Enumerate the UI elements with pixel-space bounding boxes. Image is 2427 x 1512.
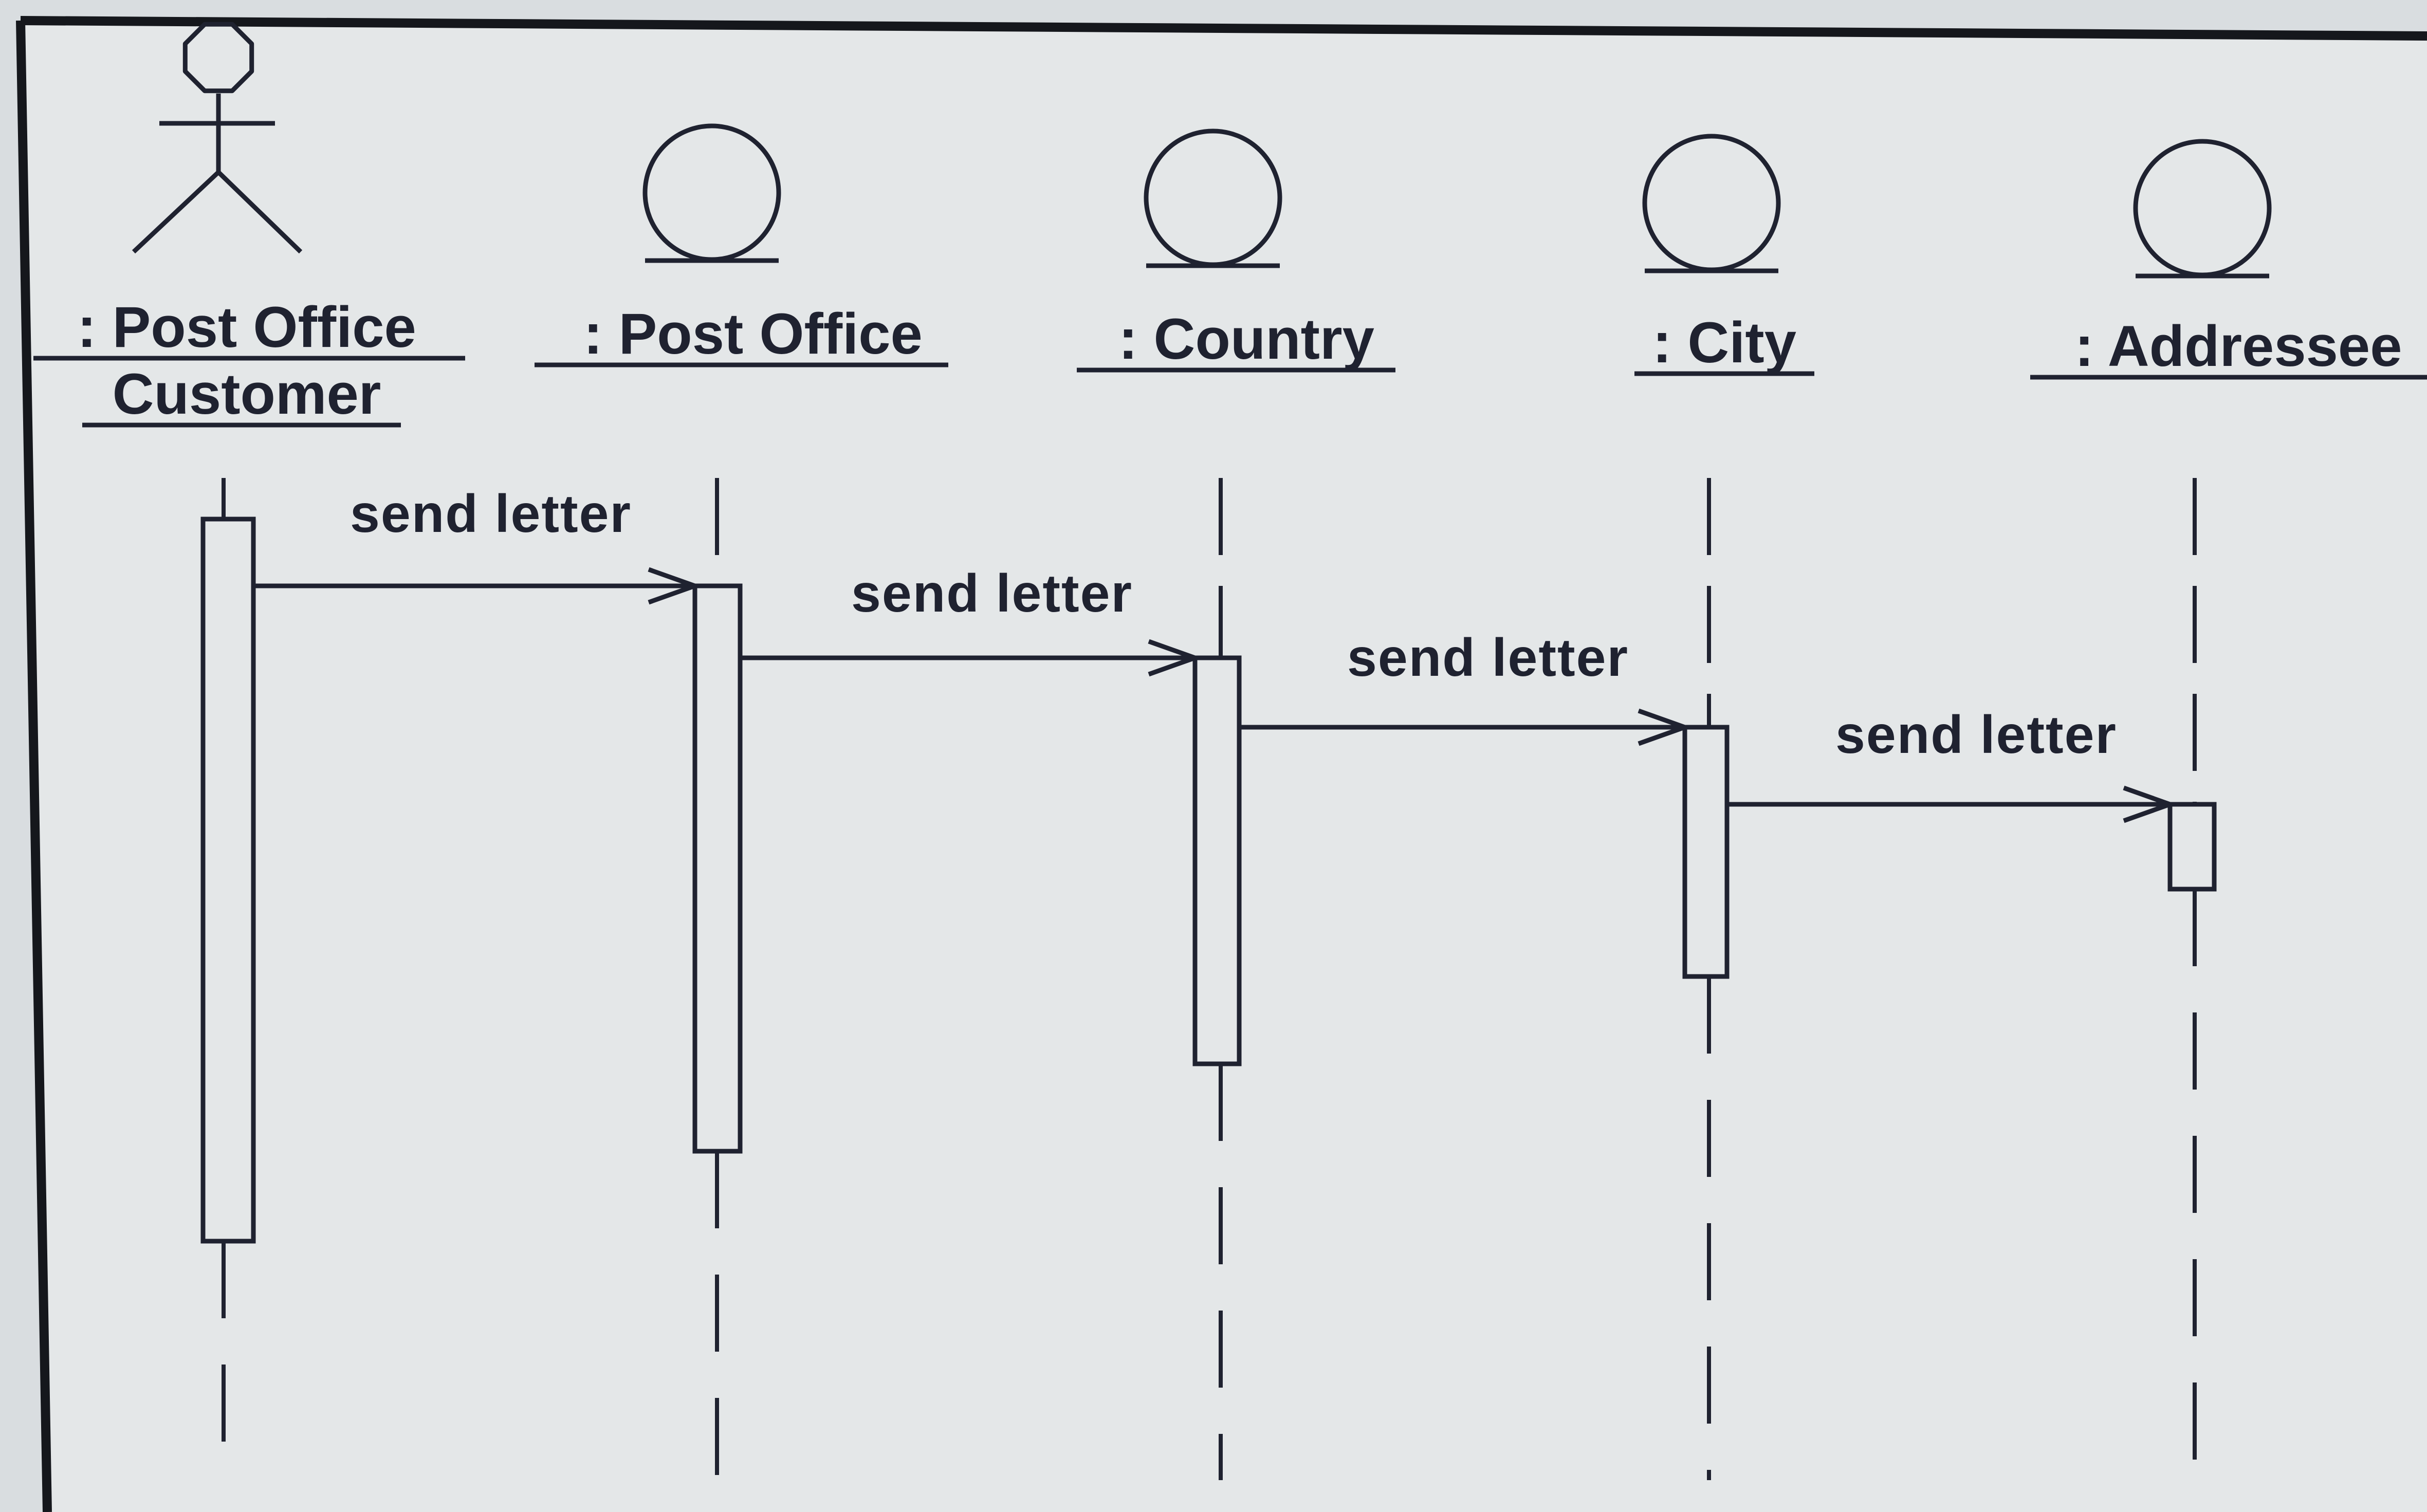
entity-icon <box>1144 128 1282 268</box>
participant-label: : Post Office <box>77 295 416 359</box>
arrowhead-icon <box>2123 785 2177 823</box>
activation-bar <box>200 517 256 1244</box>
participant-city: : City <box>1634 134 1814 1480</box>
participant-post-office: : Post Office <box>535 123 948 1480</box>
entity-icon <box>1642 134 1781 273</box>
arrowhead-icon <box>648 567 702 605</box>
participant-label: : Addressee <box>2075 314 2402 378</box>
arrowhead-icon <box>1148 639 1202 677</box>
entity-icon <box>642 123 781 263</box>
participant-country: : Country <box>1077 128 1395 1480</box>
diagram-frame-left <box>16 20 52 1512</box>
activation-bar <box>692 583 743 1154</box>
message-label: send letter <box>851 564 1133 623</box>
activation-bar <box>1682 725 1730 979</box>
message-country-to-city: send letter <box>1239 628 1692 746</box>
participant-label: : Country <box>1118 307 1374 371</box>
diagram-frame-top <box>20 16 2427 41</box>
activation-bar <box>1192 655 1242 1066</box>
message-customer-to-post-office: send letter <box>253 484 702 605</box>
participant-label: : Post Office <box>583 302 923 366</box>
actor-icon <box>132 22 303 254</box>
activation-bar <box>2167 802 2217 892</box>
message-post-office-to-country: send letter <box>740 564 1202 677</box>
entity-icon <box>2133 139 2272 279</box>
participant-label: : City <box>1652 310 1796 375</box>
participant-addressee: : Addressee <box>2030 139 2427 1480</box>
arrowhead-icon <box>1638 708 1692 746</box>
message-label: send letter <box>1835 705 2117 765</box>
message-city-to-addressee: send letter <box>1727 705 2177 823</box>
message-label: send letter <box>1347 628 1629 688</box>
message-label: send letter <box>350 484 632 544</box>
participant-label: Customer <box>113 362 381 426</box>
